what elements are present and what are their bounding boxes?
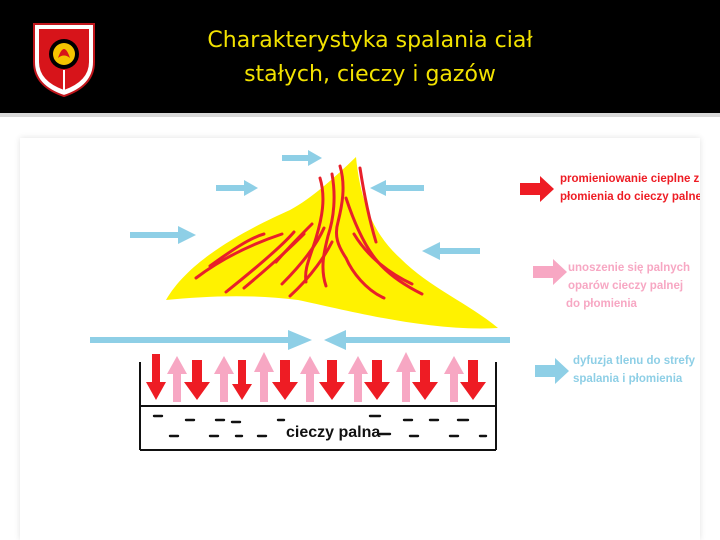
vessel-arrows — [146, 352, 486, 402]
title-line-1: Charakterystyka spalania ciał — [207, 28, 533, 53]
vapour-arrow — [348, 356, 368, 402]
legend-radiation-arrow — [520, 176, 554, 202]
oxygen-arrows — [90, 150, 510, 350]
liquid-label: cieczy palna — [286, 424, 380, 441]
oxygen-arrow — [216, 180, 258, 196]
legend-oxygen-line2: spalania i płomienia — [573, 373, 683, 385]
vapour-arrow — [396, 352, 416, 402]
radiation-arrow — [232, 360, 252, 400]
fire-brigade-logo — [33, 23, 95, 98]
radiation-arrow — [272, 360, 298, 400]
vapour-arrow — [214, 356, 234, 402]
vapour-arrow — [444, 356, 464, 402]
slide-title: Charakterystyka spalania ciał stałych, c… — [150, 24, 590, 92]
vapour-arrow — [300, 356, 320, 402]
slide-header: Charakterystyka spalania ciał stałych, c… — [0, 0, 720, 113]
liquid-dashes — [152, 414, 488, 438]
oxygen-arrow — [130, 226, 196, 244]
combustion-diagram: cieczy palna promieniowanie cieplne z — [90, 150, 700, 451]
oxygen-arrow — [370, 180, 424, 196]
oxygen-arrow — [90, 330, 312, 350]
flame-filaments — [194, 164, 424, 300]
legend-radiation-text: promieniowanie cieplne z płomienia do ci… — [560, 173, 700, 203]
oxygen-arrow — [422, 242, 480, 260]
legend-radiation-line2: płomienia do cieczy palnej — [560, 191, 700, 203]
legend-vapour-line1: unoszenie się palnych — [568, 262, 690, 274]
liquid-vessel — [139, 362, 497, 451]
vapour-arrow — [167, 356, 187, 402]
legend-vapour-line3: do płomienia — [566, 298, 638, 310]
radiation-arrow — [364, 360, 390, 400]
radiation-arrow — [319, 360, 345, 400]
radiation-arrow — [184, 360, 210, 400]
legend-oxygen-text: dyfuzja tlenu do strefy spalania i płomi… — [573, 355, 698, 385]
header-divider — [0, 113, 720, 117]
diagram-panel: cieczy palna promieniowanie cieplne z — [20, 138, 700, 540]
radiation-arrow — [146, 354, 166, 400]
legend-vapour-text: unoszenie się palnych oparów cieczy paln… — [566, 262, 693, 310]
legend: promieniowanie cieplne z płomienia do ci… — [520, 173, 700, 385]
radiation-arrow — [460, 360, 486, 400]
title-line-2: stałych, cieczy i gazów — [244, 62, 496, 87]
legend-vapour-arrow — [533, 259, 567, 285]
vapour-arrow — [254, 352, 274, 402]
legend-radiation-line1: promieniowanie cieplne z — [560, 173, 700, 185]
radiation-arrow — [412, 360, 438, 400]
legend-oxygen-arrow — [535, 358, 569, 384]
legend-oxygen-line1: dyfuzja tlenu do strefy — [573, 355, 696, 367]
oxygen-arrow — [324, 330, 510, 350]
legend-vapour-line2: oparów cieczy palnej — [568, 280, 683, 292]
oxygen-arrow — [282, 150, 322, 166]
